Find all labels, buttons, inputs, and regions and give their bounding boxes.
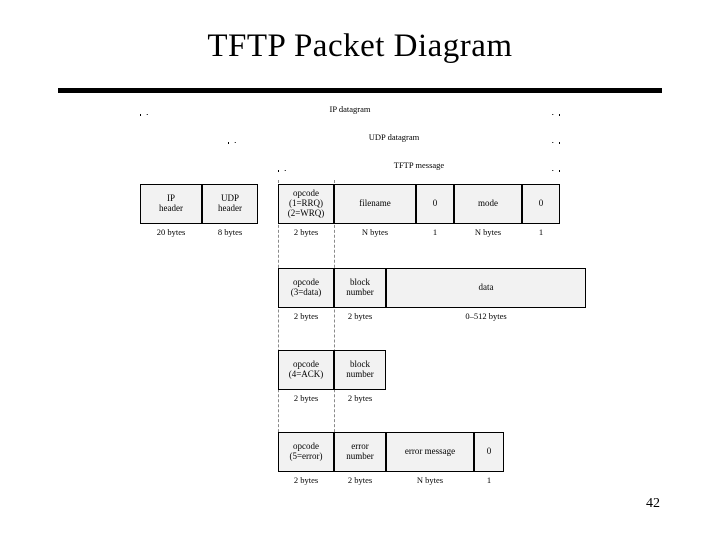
size-zero-1: 1: [432, 227, 438, 237]
span-caption: IP datagram: [140, 104, 560, 114]
field-data: data: [386, 268, 586, 308]
field-label: 0: [538, 198, 544, 209]
field-opcode-error: opcode(5=error): [278, 432, 334, 472]
field-mode: mode: [454, 184, 522, 224]
size-block-number-data: 2 bytes: [347, 311, 373, 321]
size-mode: N bytes: [474, 227, 502, 237]
span-label: IP datagram: [323, 104, 377, 114]
field-label: opcode(3=data): [290, 277, 322, 297]
page-title: TFTP Packet Diagram: [207, 28, 513, 64]
field-opcode-data: opcode(3=data): [278, 268, 334, 308]
size-error-number: 2 bytes: [347, 475, 373, 485]
span-udp-datagram: UDP datagram: [228, 132, 560, 144]
guide-line-left: [278, 180, 279, 472]
size-opcode-data: 2 bytes: [293, 311, 319, 321]
span-ip-datagram: IP datagram: [140, 104, 560, 116]
size-block-number-ack: 2 bytes: [347, 393, 373, 403]
span-caption: TFTP message: [278, 160, 560, 170]
span-label: UDP datagram: [362, 132, 426, 142]
size-zero-2: 1: [538, 227, 544, 237]
size-filename: N bytes: [361, 227, 389, 237]
title-divider: [58, 88, 662, 93]
tftp-packet-diagram: IP datagram UDP datagram TFTP message IP…: [110, 100, 610, 490]
field-label: data: [478, 282, 494, 293]
field-filename: filename: [334, 184, 416, 224]
field-label: 0: [432, 198, 438, 209]
field-label: opcode(5=error): [289, 441, 323, 461]
field-label: mode: [478, 198, 498, 209]
span-caption: UDP datagram: [228, 132, 560, 142]
field-zero-2: 0: [522, 184, 560, 224]
field-zero-error: 0: [474, 432, 504, 472]
page-number: 42: [646, 496, 660, 511]
size-udp-header: 8 bytes: [217, 227, 243, 237]
field-label: opcode(4=ACK): [288, 359, 324, 379]
size-opcode-rrq: 2 bytes: [293, 227, 319, 237]
span-label: TFTP message: [387, 160, 451, 170]
field-zero-1: 0: [416, 184, 454, 224]
field-opcode-ack: opcode(4=ACK): [278, 350, 334, 390]
field-opcode-rrq-wrq: opcode(1=RRQ)(2=WRQ): [278, 184, 334, 224]
field-error-message: error message: [386, 432, 474, 472]
field-label: opcode(1=RRQ)(2=WRQ): [287, 188, 325, 218]
guide-line-right: [334, 180, 335, 472]
size-ip-header: 20 bytes: [156, 227, 186, 237]
size-zero-error: 1: [486, 475, 492, 485]
field-label: error message: [404, 446, 456, 457]
size-opcode-ack: 2 bytes: [293, 393, 319, 403]
field-label: filename: [359, 198, 391, 209]
size-opcode-error: 2 bytes: [293, 475, 319, 485]
size-error-message: N bytes: [416, 475, 444, 485]
span-tftp-message: TFTP message: [278, 160, 560, 172]
field-label: 0: [486, 446, 492, 457]
size-data: 0–512 bytes: [465, 311, 507, 321]
